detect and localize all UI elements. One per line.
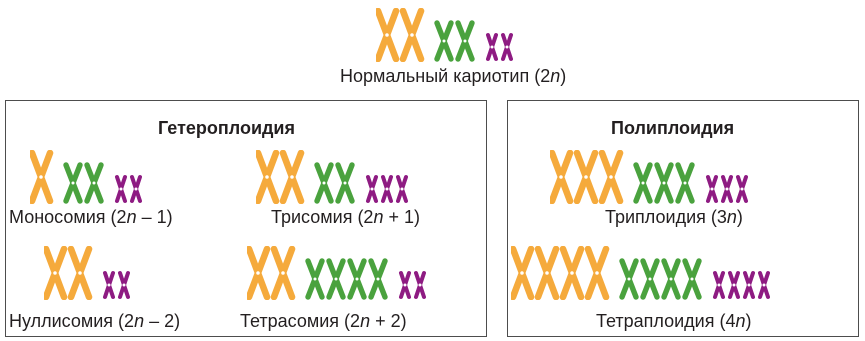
nullisomy-label: Нуллисомия (2n – 2) (9, 311, 181, 331)
polyploidy-box (507, 100, 859, 337)
green-chromosome (63, 162, 83, 204)
orange-chromosome (256, 150, 280, 204)
tetraploidy-label: Тетраплоидия (4n) (596, 311, 752, 331)
heteroploidy-box (5, 100, 487, 337)
green-chromosome (335, 162, 355, 204)
purple-chromosome (743, 271, 755, 299)
orange-chromosome (550, 150, 574, 204)
green-chromosome (347, 258, 367, 300)
monosomy-chromosomes (30, 150, 142, 204)
orange-chromosome (247, 246, 271, 300)
green-chromosome (675, 162, 695, 204)
normal-karyotype-label: Нормальный кариотип (2n) (340, 66, 567, 86)
purple-chromosome (486, 33, 498, 61)
purple-chromosome (721, 175, 733, 203)
orange-chromosome (559, 246, 585, 300)
purple-chromosome (501, 33, 513, 61)
purple-chromosome (736, 175, 748, 203)
triploidy-chromosomes (550, 150, 748, 204)
normal-chromosomes (376, 8, 513, 62)
green-chromosome (368, 258, 388, 300)
orange-chromosome (534, 246, 560, 300)
green-chromosome (654, 162, 674, 204)
trisomy-label: Трисомия (2n + 1) (271, 207, 420, 227)
purple-chromosome (396, 175, 408, 203)
green-chromosome (326, 258, 346, 300)
purple-chromosome (713, 271, 725, 299)
purple-chromosome (414, 271, 426, 299)
purple-chromosome (118, 271, 130, 299)
green-chromosome (84, 162, 104, 204)
green-chromosome (682, 258, 702, 300)
nullisomy-chromosomes (44, 246, 130, 300)
orange-chromosome (584, 246, 610, 300)
orange-chromosome (399, 8, 425, 62)
purple-chromosome (381, 175, 393, 203)
purple-chromosome (115, 175, 127, 203)
heteroploidy-title: Гетероплоидия (158, 118, 296, 138)
triploidy-label: Триплоидия (3n) (605, 207, 743, 227)
purple-chromosome (399, 271, 411, 299)
orange-chromosome (598, 150, 624, 204)
orange-chromosome (573, 150, 599, 204)
green-chromosome (661, 258, 681, 300)
green-chromosome (434, 20, 454, 62)
purple-chromosome (130, 175, 142, 203)
orange-chromosome (279, 150, 305, 204)
tetraploidy-chromosomes (511, 246, 770, 300)
green-chromosome (314, 162, 334, 204)
green-chromosome (305, 258, 325, 300)
green-chromosome (640, 258, 660, 300)
purple-chromosome (103, 271, 115, 299)
orange-chromosome (270, 246, 296, 300)
tetrasomy-label: Тетрасомия (2n + 2) (240, 311, 407, 331)
purple-chromosome (728, 271, 740, 299)
green-chromosome (455, 20, 475, 62)
purple-chromosome (706, 175, 718, 203)
monosomy-label: Моносомия (2n – 1) (9, 207, 173, 227)
purple-chromosome (366, 175, 378, 203)
orange-chromosome (44, 246, 68, 300)
tetrasomy-chromosomes (247, 246, 426, 300)
green-chromosome (633, 162, 653, 204)
purple-chromosome (758, 271, 770, 299)
green-chromosome (619, 258, 639, 300)
trisomy-chromosomes (256, 150, 408, 204)
orange-chromosome (376, 8, 400, 62)
orange-chromosome (511, 246, 535, 300)
orange-chromosome (30, 150, 54, 204)
orange-chromosome (67, 246, 93, 300)
polyploidy-title: Полиплоидия (611, 118, 735, 138)
